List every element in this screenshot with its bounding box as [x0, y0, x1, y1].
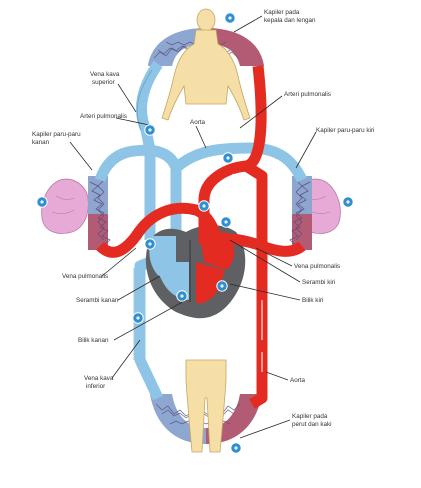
label-arteri-pulmonalis-kiri: Arteri pulmonalis [80, 113, 127, 120]
aorta-bawah-vessel [246, 166, 262, 404]
upper-body-figure [162, 9, 250, 120]
label-vena-kava-inferior-1: Vena kava [84, 375, 114, 382]
label-aorta-atas: Aorta [190, 119, 206, 126]
label-vena-pulmonalis-kiri: Vena pulmonalis [62, 273, 108, 280]
label-aorta-bawah: Aorta [290, 377, 306, 384]
right-lung-capillaries [88, 176, 110, 250]
label-arteri-pulmonalis-kanan: Arteri pulmonalis [284, 91, 331, 98]
left-lung-capillaries [290, 176, 312, 250]
label-kapiler-kepala-1: Kapiler pada [264, 9, 300, 16]
right-lung [42, 179, 89, 233]
label-bilik-kanan: Bilik kanan [78, 337, 109, 344]
label-serambi-kiri: Serambi kiri [302, 279, 335, 286]
label-vena-kava-superior-2: superior [92, 79, 115, 86]
label-kapiler-kepala-2: kepala dan lengan [264, 17, 316, 24]
label-vena-pulmonalis-kanan: Vena pulmonalis [294, 263, 340, 270]
label-kapiler-perut-1: Kapiler pada [292, 413, 328, 420]
label-bilik-kiri: Bilik kiri [302, 297, 323, 304]
label-kapiler-perut-2: perut dan kaki [292, 421, 332, 428]
label-kapiler-paru-kanan-2: kanan [32, 139, 50, 146]
label-kapiler-paru-kiri: Kapiler paru-paru kiri [316, 127, 374, 134]
arteri-pulmonalis-kanan-vessel [100, 150, 176, 232]
label-vena-kava-superior-1: Vena kava [90, 71, 120, 78]
label-serambi-kanan: Serambi kanan [76, 297, 119, 304]
label-kapiler-paru-kanan-1: Kapiler paru-paru [32, 131, 81, 138]
label-vena-kava-inferior-2: inferior [86, 383, 105, 390]
